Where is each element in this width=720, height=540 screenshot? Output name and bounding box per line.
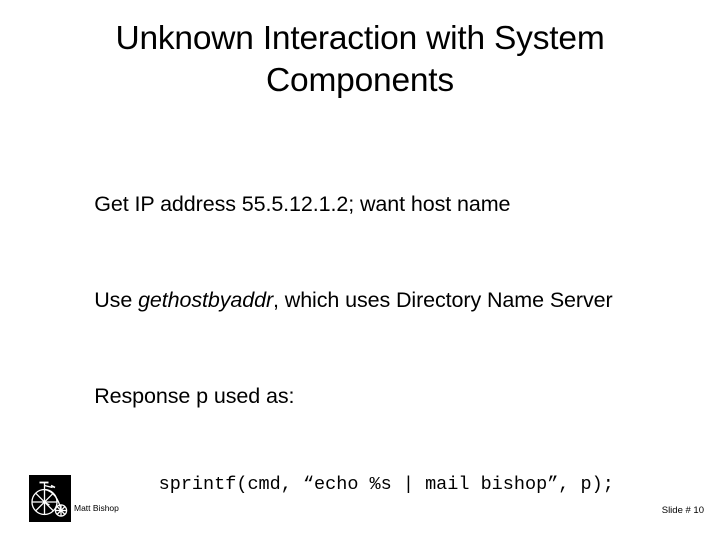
body-line-text-suffix: , which uses Directory Name Server (273, 288, 613, 312)
body-line-text: Get IP address 55.5.12.1.2; want host na… (94, 192, 511, 216)
body-line-response-used-as: Response p used as: (59, 348, 679, 444)
slide-number: Slide # 10 (661, 505, 704, 516)
slide-title-line-2: Components (266, 62, 454, 99)
footer-credit-department: Dept. of Computer Science (74, 538, 192, 540)
code-line-sprintf: sprintf(cmd, “echo %s | mail bishop”, p)… (59, 444, 679, 525)
slide-title-line-1: Unknown Interaction with System (115, 20, 605, 57)
code-line-text: sprintf(cmd, “echo %s | mail bishop”, p)… (158, 474, 614, 495)
body-line-get-ip-address: Get IP address 55.5.12.1.2; want host na… (59, 156, 679, 252)
footer-credit: Matt Bishop Dept. of Computer Science Un… (74, 480, 192, 540)
penny-farthing-bicycle-icon (29, 475, 71, 522)
slide-body: Get IP address 55.5.12.1.2; want host na… (59, 156, 679, 540)
body-line-use-gethostbyaddr: Use gethostbyaddr, which uses Directory … (59, 252, 679, 348)
footer-credit-name: Matt Bishop (74, 503, 119, 513)
slide-title: Unknown Interaction with System Componen… (40, 18, 680, 102)
function-name-emphasis: gethostbyaddr (138, 288, 274, 312)
body-line-text-prefix: Use (94, 288, 139, 312)
body-line-text: Response p used as: (94, 384, 295, 408)
